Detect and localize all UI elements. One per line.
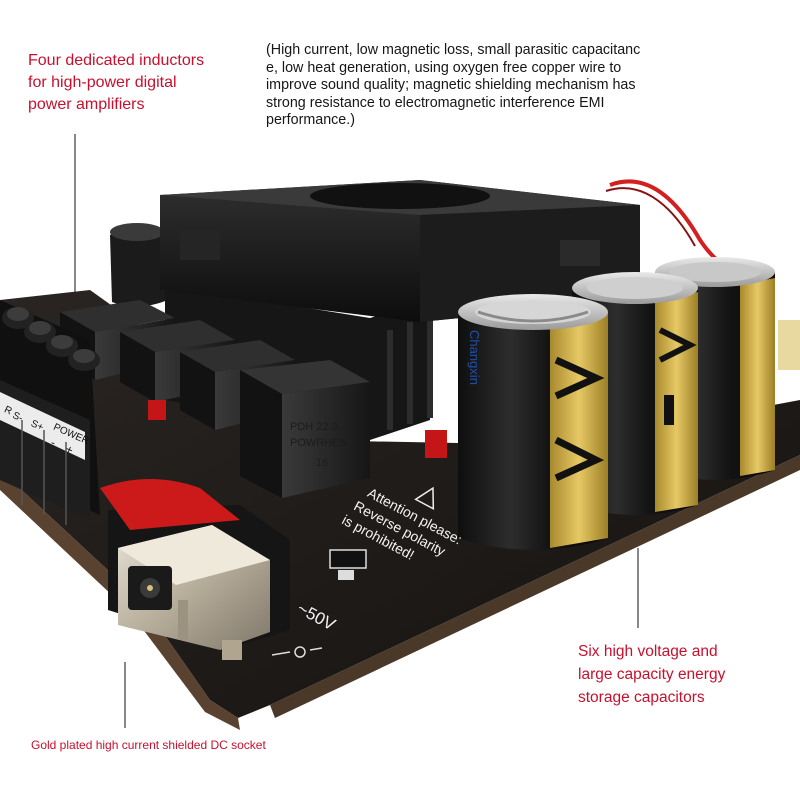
warning-triangle-icon	[414, 486, 435, 511]
small-black-inductor	[110, 227, 168, 307]
pcb-right-edge	[270, 455, 800, 718]
inductor-print-line1: PDH 22.3	[290, 421, 338, 433]
capacitor-1	[458, 294, 608, 550]
terminal-label-s-plus: S+	[29, 418, 45, 433]
capacitors-annotation: Six high voltage and large capacity ener…	[578, 643, 726, 706]
red-capacitor	[425, 430, 447, 458]
terminal-label-r: R	[2, 404, 13, 417]
dc-socket-annotation: Gold plated high current shielded DC soc…	[31, 738, 266, 752]
inductors-annotation: Four dedicated inductors for high-power …	[28, 52, 205, 113]
capacitor-brand-print: Changxin	[467, 330, 482, 385]
terminal-label-minus: -	[49, 435, 58, 449]
inductors-description: (High current, low magnetic loss, small …	[266, 42, 641, 129]
red-cap-small	[148, 400, 166, 420]
polarity-symbol-icon	[294, 646, 306, 658]
inductor-print-line2: POWRHEN	[290, 437, 348, 449]
inductor-print-line3: 16	[316, 457, 328, 469]
terminal-label-s-minus: S-	[11, 410, 25, 424]
inductor-row	[60, 300, 370, 498]
screw-terminal-block	[0, 300, 100, 525]
film-capacitor	[778, 320, 800, 370]
smd-diode	[329, 549, 367, 569]
dc-socket	[100, 479, 290, 660]
